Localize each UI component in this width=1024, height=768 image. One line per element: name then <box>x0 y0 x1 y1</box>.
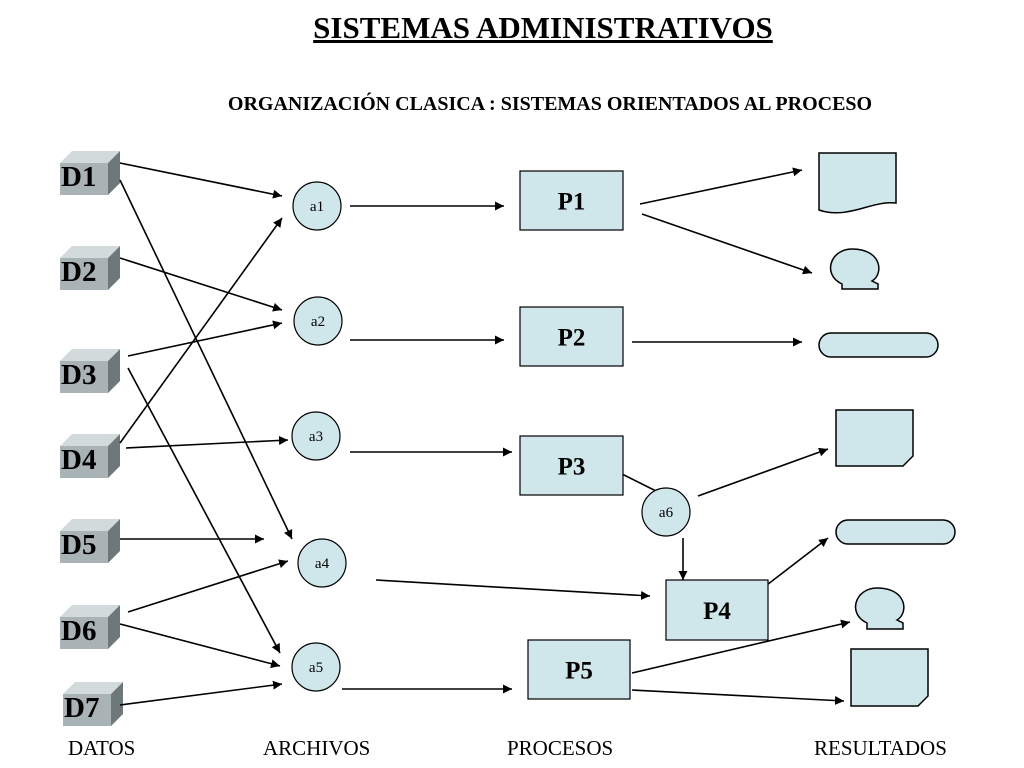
column-label-datos: DATOS <box>68 736 136 760</box>
page-subtitle: ORGANIZACIÓN CLASICA : SISTEMAS ORIENTAD… <box>227 93 873 115</box>
file-circle-3: a3 <box>291 411 341 461</box>
arrow-d1-a4 <box>119 179 293 540</box>
data-label: D5 <box>61 529 96 561</box>
arrow-d3-a2 <box>127 320 283 357</box>
arrow-d3-a5 <box>127 367 281 654</box>
file-circle-1: a1 <box>292 181 342 231</box>
file-label: a2 <box>311 314 325 330</box>
file-label: a3 <box>309 429 323 445</box>
process-label: P2 <box>558 325 586 352</box>
file-label: a5 <box>309 660 323 676</box>
file-circle-6: a6 <box>641 487 691 537</box>
process-label: P5 <box>565 658 593 685</box>
arrow-p5-r6 <box>631 619 851 674</box>
result-display-1 <box>829 248 880 290</box>
data-label: D3 <box>61 359 96 391</box>
arrow-p5-r7 <box>631 689 845 706</box>
arrow-p1-r2 <box>641 213 813 275</box>
arrow-a4-p4 <box>375 579 651 600</box>
arrow-d6-a5 <box>119 623 281 669</box>
data-cube-7: D7 <box>63 682 123 726</box>
data-cube-3: D3 <box>60 349 120 393</box>
result-document-3 <box>850 648 929 707</box>
arrow-a6-r4 <box>697 447 829 497</box>
data-label: D7 <box>64 692 99 724</box>
process-box-1: P1 <box>519 170 624 231</box>
data-label: D4 <box>61 444 96 476</box>
process-box-4: P4 <box>665 579 769 641</box>
arrow-d6-a4 <box>127 559 289 613</box>
data-cube-5: D5 <box>60 519 120 563</box>
arrow-d7-a5 <box>119 680 283 706</box>
data-cube-2: D2 <box>60 246 120 290</box>
result-document-2 <box>835 409 914 467</box>
data-cube-4: D4 <box>60 434 120 478</box>
process-label: P1 <box>558 189 586 216</box>
result-terminal-1 <box>818 332 939 358</box>
result-document-1 <box>818 152 897 214</box>
arrow-d1-a1 <box>119 162 283 199</box>
column-label-procesos: PROCESOS <box>507 736 614 760</box>
file-label: a1 <box>310 199 324 215</box>
data-label: D2 <box>61 256 96 288</box>
process-box-5: P5 <box>527 639 631 700</box>
column-label-archivos: ARCHIVOS <box>263 736 371 760</box>
arrow-p1-r1 <box>639 167 803 205</box>
process-label: P4 <box>703 598 731 625</box>
file-circle-4: a4 <box>297 538 347 588</box>
process-label: P3 <box>558 454 586 481</box>
arrow-d4-a1 <box>119 217 283 444</box>
file-label: a6 <box>659 505 674 521</box>
data-label: D6 <box>61 615 96 647</box>
file-circle-2: a2 <box>293 296 343 346</box>
result-display-2 <box>854 587 905 630</box>
column-label-resultados: RESULTADOS <box>814 736 947 760</box>
data-cube-6: D6 <box>60 605 120 649</box>
process-box-2: P2 <box>519 306 624 367</box>
arrow-d2-a2 <box>119 257 283 312</box>
process-box-3: P3 <box>519 435 624 496</box>
data-label: D1 <box>61 161 96 193</box>
page-title: SISTEMAS ADMINISTRATIVOS <box>313 10 773 45</box>
file-circle-5: a5 <box>291 642 341 692</box>
arrow-d4-a3 <box>125 435 289 449</box>
file-label: a4 <box>315 556 330 572</box>
result-terminal-2 <box>835 519 956 545</box>
data-cube-1: D1 <box>60 151 120 195</box>
